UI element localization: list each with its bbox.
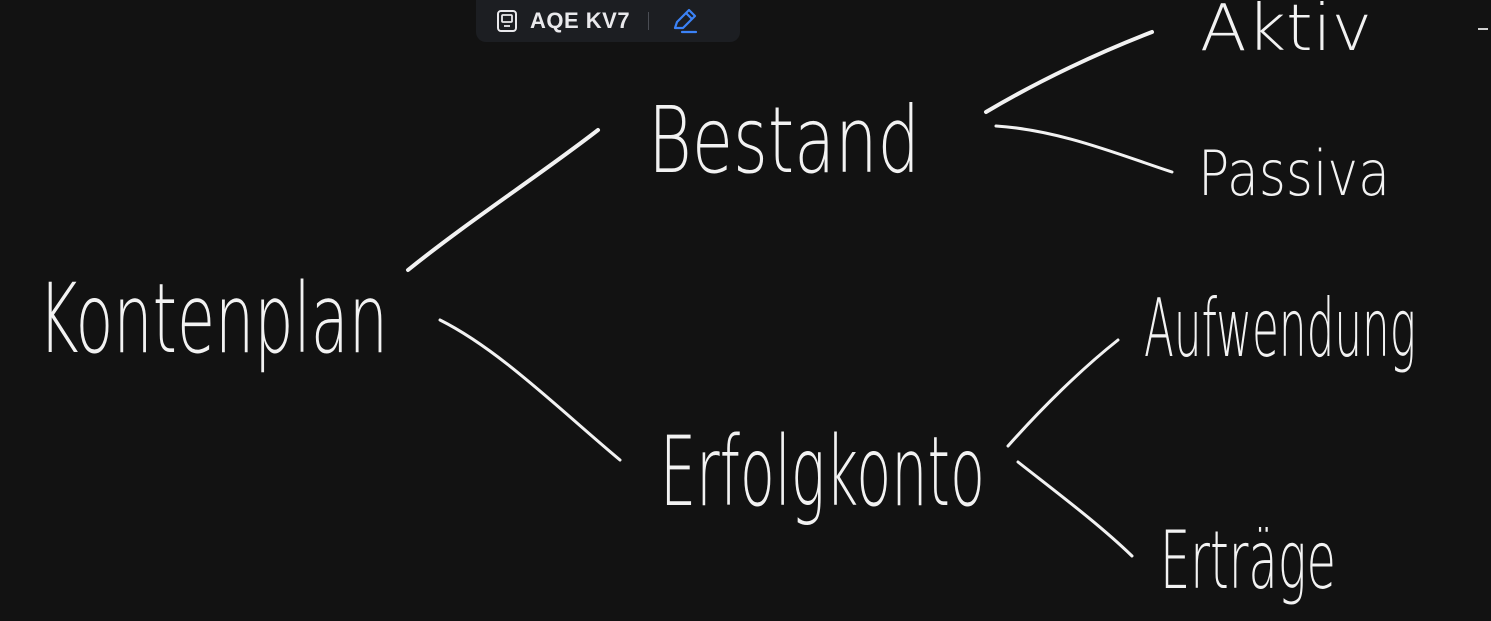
edge-stroke-mark bbox=[1478, 28, 1488, 30]
word-leaf-aktiv: Aktiv bbox=[1200, 0, 1372, 66]
stroke-erfolgkonto-aufwendung bbox=[1006, 338, 1120, 448]
stroke-kontenplan-erfolgkonto bbox=[438, 318, 622, 462]
stroke-bestand-aktiv bbox=[984, 30, 1154, 114]
word-branch-top: Bestand bbox=[648, 87, 920, 194]
word-leaf-passiva: Passiva bbox=[1198, 137, 1390, 210]
stroke-bestand-passiva bbox=[994, 124, 1174, 174]
word-root: Kontenplan bbox=[38, 263, 388, 375]
word-leaf-ertraege: Erträge bbox=[1160, 514, 1336, 607]
pen-edit-icon[interactable] bbox=[667, 4, 701, 38]
screen-share-icon[interactable] bbox=[494, 8, 520, 34]
word-branch-bottom: Erfolgkonto bbox=[660, 416, 985, 528]
toolbar-divider bbox=[648, 12, 650, 30]
word-leaf-aufwendung: Aufwendung bbox=[1144, 282, 1416, 375]
session-toolbar: AQE KV7 bbox=[476, 0, 740, 42]
session-code: AQE KV7 bbox=[530, 8, 631, 33]
stroke-erfolgkonto-ertraege bbox=[1016, 460, 1134, 558]
stroke-kontenplan-bestand bbox=[406, 128, 600, 272]
